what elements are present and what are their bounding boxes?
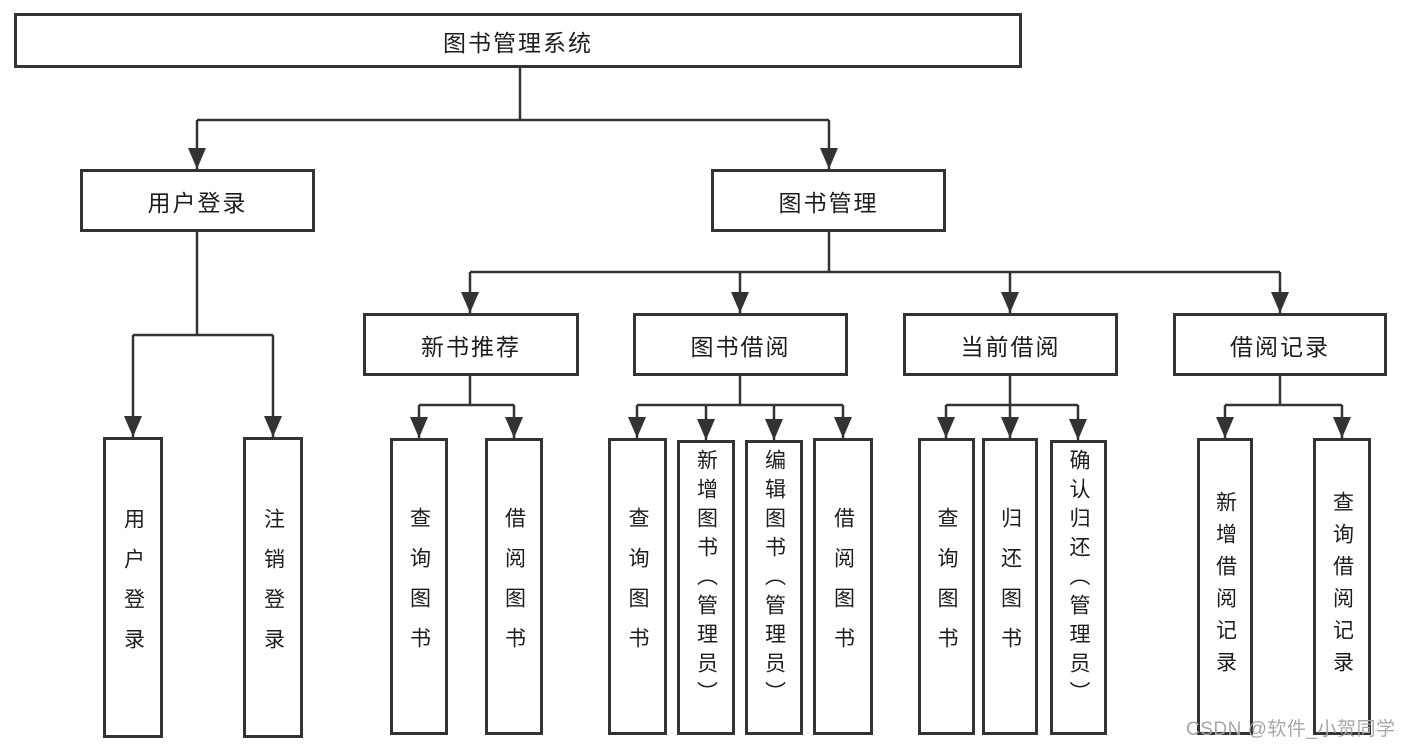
node-label: 新增借阅记录	[1213, 490, 1237, 683]
node-label: 查询图书	[935, 506, 958, 667]
node-label: 注销登录	[261, 507, 285, 668]
connector-book-borrowing-trunk	[637, 376, 843, 407]
node-label: 图书管理系统	[443, 29, 593, 56]
node-label: 新书推荐	[421, 333, 521, 360]
node-label: 查询图书	[626, 506, 649, 667]
node-book-management: 图书管理	[711, 169, 946, 232]
node-query-books-3: 查询图书	[918, 438, 975, 735]
node-confirm-return-admin: 确认归还（管理员）	[1050, 440, 1107, 735]
node-label: 确认归还（管理员）	[1067, 449, 1090, 710]
node-label: 查询图书	[407, 506, 431, 667]
node-query-books-2: 查询图书	[608, 438, 667, 735]
node-borrow-books-1: 借阅图书	[485, 438, 543, 735]
node-label: 当前借阅	[960, 333, 1061, 360]
node-add-book-admin: 新增图书（管理员）	[677, 440, 735, 735]
connector-borrowing-records-trunk	[1225, 376, 1342, 407]
watermark-text: CSDN @软件_小贺同学	[1186, 719, 1396, 740]
node-label: 查询借阅记录	[1330, 490, 1354, 683]
node-query-borrow-record: 查询借阅记录	[1313, 438, 1371, 735]
node-label: 归还图书	[998, 506, 1022, 667]
node-label: 新增图书（管理员）	[694, 449, 718, 710]
node-query-books-1: 查询图书	[390, 438, 448, 735]
connector-book-management-trunk	[470, 232, 1280, 274]
node-return-books: 归还图书	[982, 438, 1038, 735]
node-label: 用户登录	[147, 189, 248, 216]
node-label: 图书管理	[778, 189, 879, 216]
node-borrowing-records: 借阅记录	[1173, 313, 1387, 376]
connector-current-borrowing-trunk	[946, 376, 1078, 407]
node-label: 图书借阅	[690, 333, 791, 360]
node-label: 借阅记录	[1230, 333, 1330, 360]
connector-new-book-recommendation-trunk	[419, 376, 514, 407]
node-label: 编辑图书（管理员）	[762, 449, 786, 710]
node-current-borrowing: 当前借阅	[903, 313, 1118, 376]
node-label: 借阅图书	[502, 506, 526, 667]
node-user-login: 用户登录	[80, 169, 315, 232]
node-borrow-books-2: 借阅图书	[813, 438, 873, 735]
node-add-borrow-record: 新增借阅记录	[1197, 438, 1253, 735]
node-book-borrowing: 图书借阅	[633, 313, 848, 376]
node-logout-leaf: 注销登录	[243, 437, 303, 738]
node-edit-book-admin: 编辑图书（管理员）	[745, 440, 803, 735]
node-user-login-leaf: 用户登录	[103, 437, 163, 738]
connector-user-login-trunk	[133, 232, 273, 337]
node-new-book-recommendation: 新书推荐	[363, 313, 579, 376]
node-label: 用户登录	[121, 507, 145, 668]
node-label: 借阅图书	[831, 506, 855, 667]
node-library-management-system: 图书管理系统	[14, 13, 1022, 68]
connector-root-trunk	[197, 68, 829, 122]
